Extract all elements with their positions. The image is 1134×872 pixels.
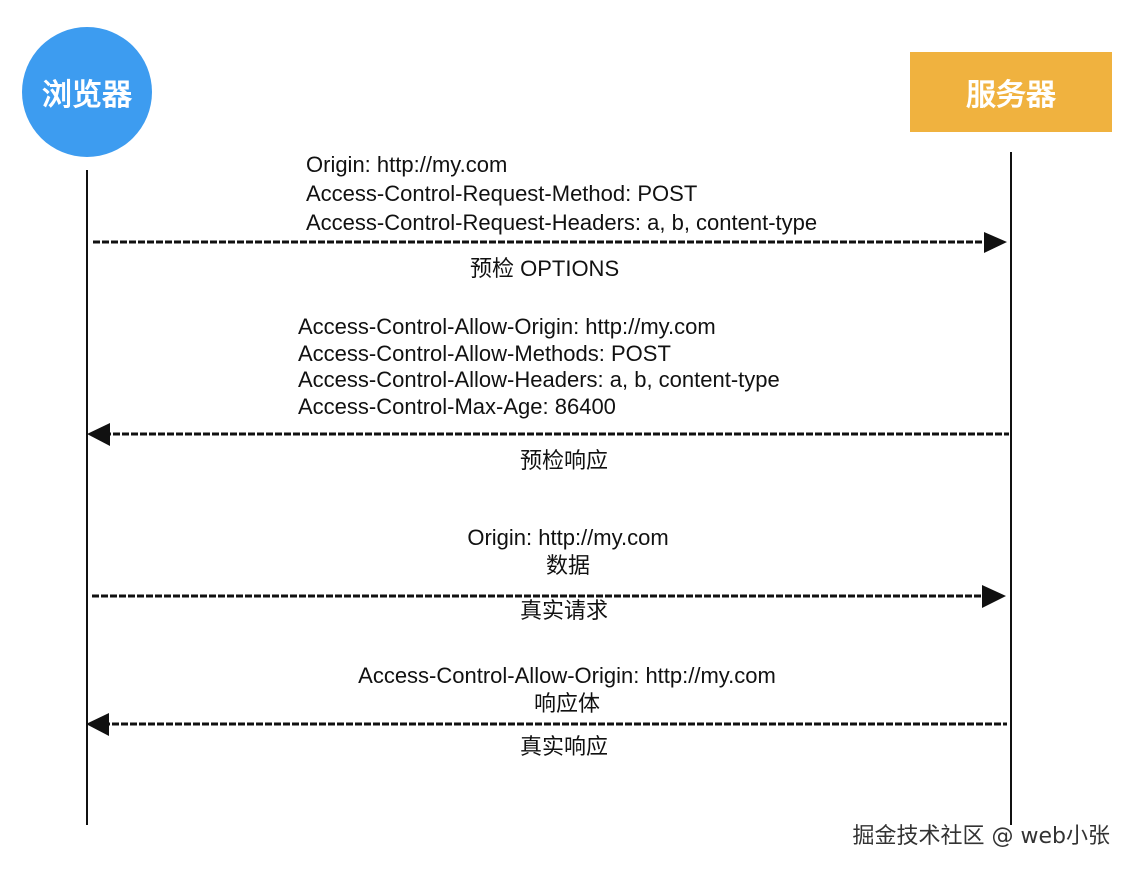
arrow-real-response-head bbox=[86, 713, 109, 736]
preflight-request-header-line: Access-Control-Request-Headers: a, b, co… bbox=[306, 210, 818, 235]
arrow-real-request-head bbox=[982, 585, 1006, 608]
browser-actor: 浏览器 bbox=[22, 27, 152, 157]
real-request-line: 数据 bbox=[545, 553, 590, 578]
server-actor: 服务器 bbox=[910, 52, 1112, 132]
preflight-response-headers: Access-Control-Allow-Origin: http://my.c… bbox=[298, 314, 780, 420]
preflight-response-header-line: Access-Control-Allow-Headers: a, b, cont… bbox=[298, 367, 780, 392]
preflight-request-title: 预检 OPTIONS bbox=[470, 256, 620, 281]
real-request-content: Origin: http://my.com 数据 bbox=[467, 524, 668, 580]
real-response-line: Access-Control-Allow-Origin: http://my.c… bbox=[358, 663, 776, 688]
preflight-response-title: 预检响应 bbox=[520, 448, 609, 473]
preflight-request-header-line: Access-Control-Request-Method: POST bbox=[306, 181, 698, 206]
preflight-response-header-line: Access-Control-Allow-Methods: POST bbox=[298, 340, 671, 366]
real-response-title: 真实响应 bbox=[520, 734, 609, 759]
preflight-response-header-line: Access-Control-Allow-Origin: http://my.c… bbox=[298, 314, 716, 339]
real-request-title: 真实请求 bbox=[520, 598, 609, 623]
arrow-preflight-request-head bbox=[984, 232, 1007, 253]
real-request-line: Origin: http://my.com bbox=[467, 525, 669, 550]
preflight-response-header-line: Access-Control-Max-Age: 86400 bbox=[298, 393, 616, 419]
real-response-line: 响应体 bbox=[533, 691, 601, 716]
watermark: 掘金技术社区 @ web小张 bbox=[852, 824, 1110, 849]
preflight-request-header-line: Origin: http://my.com bbox=[306, 152, 508, 177]
server-label: 服务器 bbox=[966, 78, 1056, 113]
arrow-preflight-response-head bbox=[87, 423, 110, 446]
browser-label: 浏览器 bbox=[42, 78, 132, 113]
preflight-request-headers: Origin: http://my.com Access-Control-Req… bbox=[306, 150, 817, 237]
real-response-content: Access-Control-Allow-Origin: http://my.c… bbox=[358, 662, 776, 718]
